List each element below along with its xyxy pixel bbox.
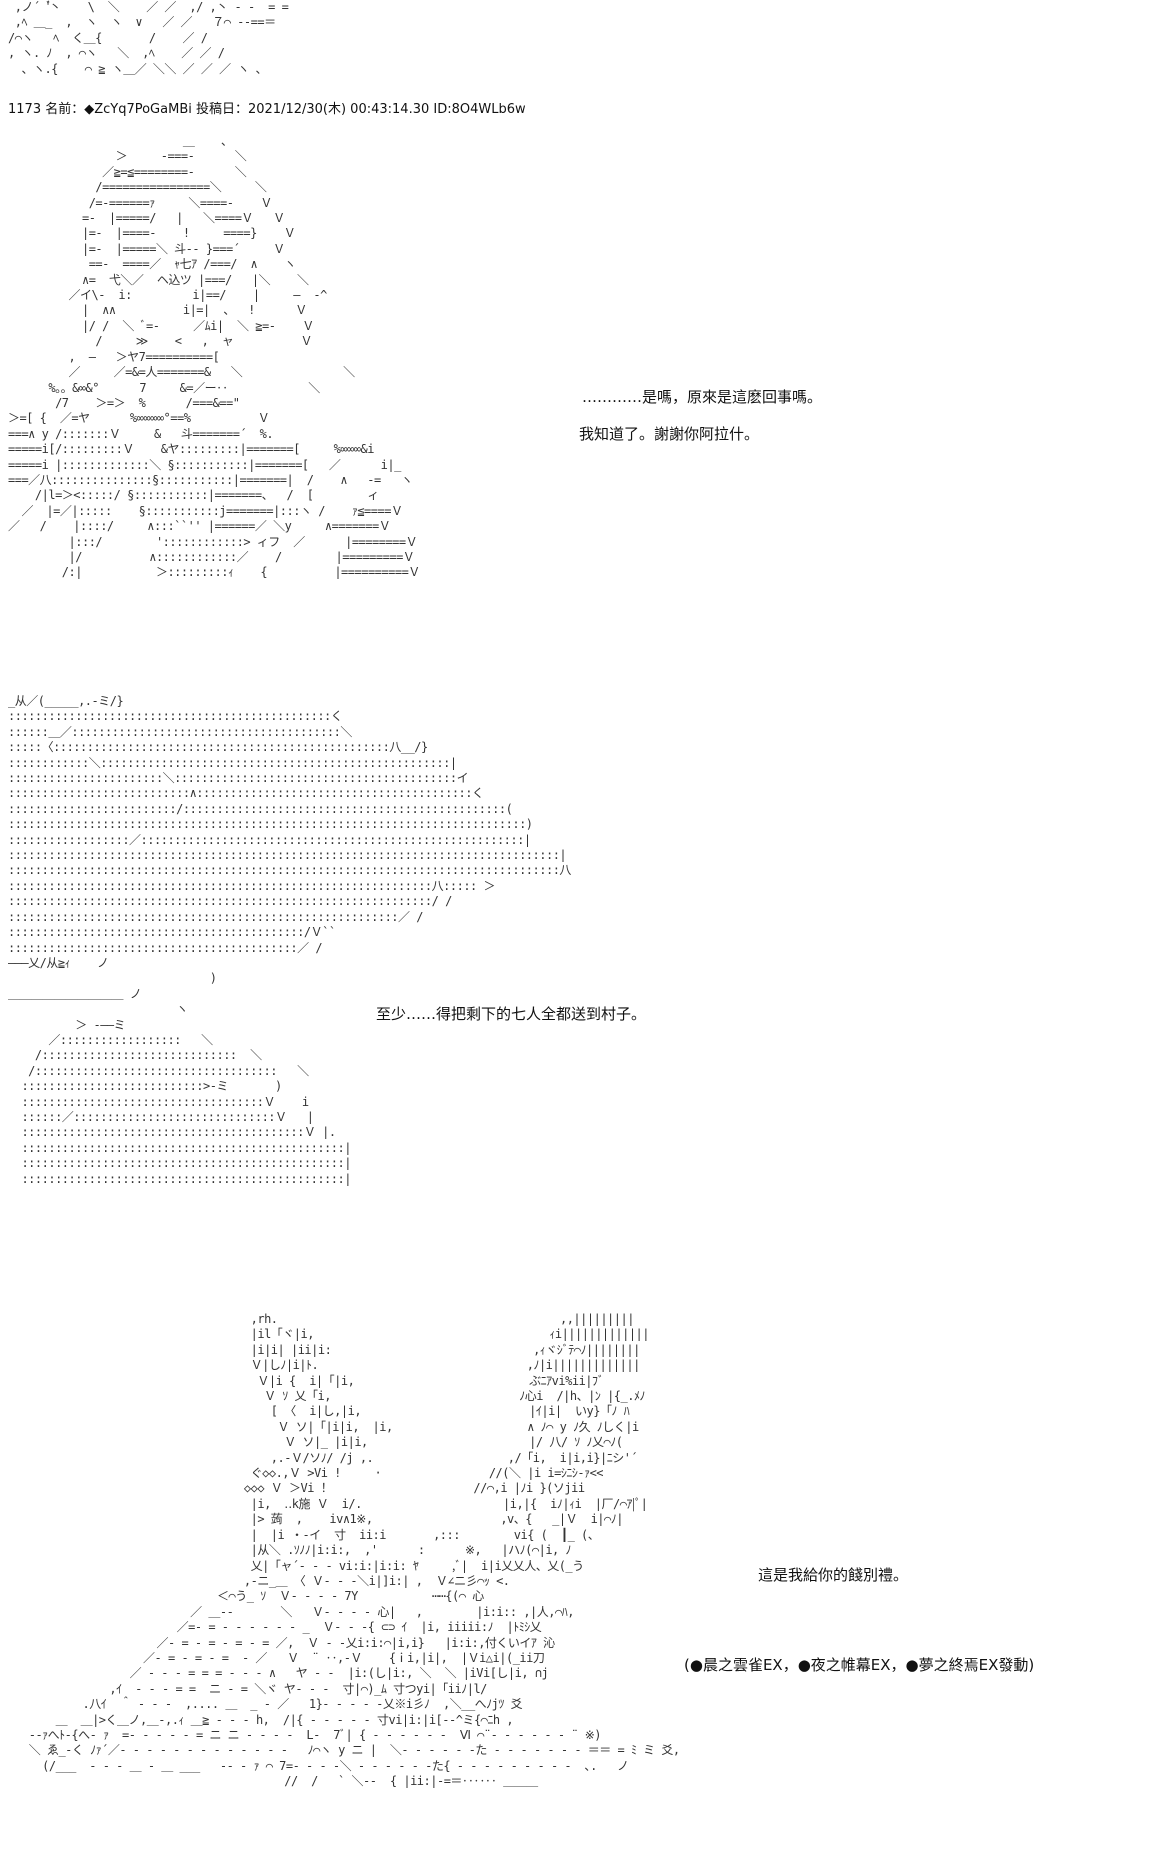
ascii-art-closeup-silhouette: _从／(_____,.-ミ/} ::::::::::::::::::::::::… — [8, 694, 571, 1186]
dialogue-line-3: 至少……得把剩下的七人全都送到村子。 — [376, 1005, 647, 1023]
ascii-art-wings-scene: ,rh. ,,||||||||| |il「ヾ|i, ｨi||||||||||||… — [28, 1312, 680, 1789]
dialogue-line-5: (●晨之雲雀EX，●夜之帷幕EX，●夢之終焉EX發動) — [684, 1656, 1035, 1674]
ascii-art-character-portrait: ＿ ､ ＞ -===- ＼ ／≧=≦========- ＼ /=========… — [8, 134, 420, 580]
post-header: 1173 名前：◆ZcYq7PoGaMBi 投稿日：2021/12/30(木) … — [8, 102, 526, 117]
dialogue-line-2: 我知道了。謝謝你阿拉什。 — [579, 425, 760, 443]
dialogue-line-4: 這是我給你的餞別禮。 — [758, 1566, 909, 1584]
ascii-art-top-fragment: ,ノ´ '゙丶 \ ＼ ／ ／ ,/ ,丶 ‐ - = = ,ﾍ ＿_ , ヽ … — [8, 0, 289, 76]
dialogue-line-1: …………是嗎，原來是這麽回事嗎。 — [582, 388, 823, 406]
